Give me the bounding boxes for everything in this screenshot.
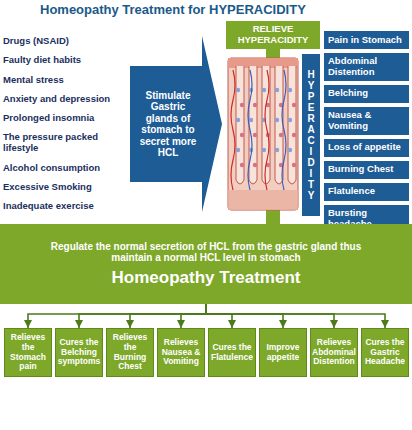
gland-cell xyxy=(275,88,279,92)
gland-cell xyxy=(279,133,283,137)
connector xyxy=(28,304,206,328)
gland-tube xyxy=(249,66,257,184)
node-text: Relieves the Burning Chest xyxy=(108,333,152,372)
symptom-box: Abdominal Distention xyxy=(323,52,410,82)
cause-label: Excessive Smoking xyxy=(3,182,127,193)
symptom-box: Flatulence xyxy=(323,182,410,202)
benefit-box: Improve appetite xyxy=(259,328,307,377)
symptom-box: Loss of appetite xyxy=(323,138,410,158)
stimulus-arrow: Stimulate Gastric glands of stomach to s… xyxy=(130,36,222,212)
gland-cell xyxy=(275,118,279,122)
node-text: Belching xyxy=(328,88,405,99)
node-text: Pain in Stomach xyxy=(328,35,405,46)
gland-cell xyxy=(249,118,253,122)
vertical-band: HYPER ACIDITY xyxy=(302,54,320,216)
node-text: HYPER ACIDITY xyxy=(307,69,315,201)
cause-label: Drugs (NSAID) xyxy=(3,36,127,47)
gland-cell xyxy=(288,88,292,92)
gland-cell xyxy=(253,163,257,167)
gland-cell xyxy=(292,103,296,107)
node-text: Relieves Abdominal Distention xyxy=(312,338,356,367)
blood-vessel xyxy=(248,70,252,190)
benefit-box: Relieves the Burning Chest xyxy=(106,328,154,377)
connector xyxy=(206,304,232,328)
symptom-box: Belching xyxy=(323,84,410,104)
benefit-box: Relieves Nausea & Vomiting xyxy=(157,328,205,377)
connector xyxy=(130,304,206,328)
gland-tissue xyxy=(228,58,298,210)
gland-cell xyxy=(240,163,244,167)
node-text: RELIEVE HYPERACIDITY xyxy=(229,24,317,46)
node-text: Abdominal Distention xyxy=(328,56,405,78)
node-text: Relieves Nausea & Vomiting xyxy=(159,338,203,367)
gland-cell xyxy=(288,118,292,122)
connector xyxy=(206,304,283,328)
gland-cell xyxy=(249,148,253,152)
cause-label: Alcohol consumption xyxy=(3,163,127,174)
gland-cell xyxy=(292,163,296,167)
symptom-box: Nausea & Vomiting xyxy=(323,106,410,136)
node-text: Improve appetite xyxy=(261,343,305,363)
node-text: Relieves the Stomach pain xyxy=(6,333,50,372)
cause-label: Mental stress xyxy=(3,75,127,86)
gland-cell xyxy=(262,88,266,92)
blood-vessel xyxy=(282,70,286,190)
gastric-glands xyxy=(231,66,296,190)
gland-tube xyxy=(236,66,244,184)
gland-tube xyxy=(288,66,296,184)
node-text: Burning Chest xyxy=(328,164,405,175)
node-text: Cures the Belching symptoms xyxy=(57,338,101,367)
blood-vessel xyxy=(231,70,235,190)
gland-cell xyxy=(288,148,292,152)
gland-cell xyxy=(236,118,240,122)
muscularis xyxy=(228,190,298,210)
gland-cell xyxy=(240,103,244,107)
diagram-title: Homeopathy Treatment for HYPERACIDITY xyxy=(40,2,306,17)
gland-cell xyxy=(262,148,266,152)
gland-cell xyxy=(236,148,240,152)
gland-cell xyxy=(253,103,257,107)
symptom-box: Burning Chest xyxy=(323,160,410,180)
treatment-heading: Homeopathy Treatment xyxy=(40,268,372,288)
cause-label: Anxiety and depression xyxy=(3,94,127,105)
cause-label: Prolonged insomnia xyxy=(3,113,127,124)
benefit-box: Cures the Flatulence xyxy=(208,328,256,377)
gland-cell xyxy=(240,133,244,137)
cause-label: Faulty diet habits xyxy=(3,55,127,66)
benefit-box: Relieves the Stomach pain xyxy=(4,328,52,377)
connector xyxy=(79,304,206,328)
node-text: Flatulence xyxy=(328,186,405,197)
connector xyxy=(181,304,206,328)
gland-cell xyxy=(236,88,240,92)
gland-cell xyxy=(292,133,296,137)
gland-tube xyxy=(275,66,283,184)
result-box: RELIEVE HYPERACIDITY xyxy=(226,21,320,49)
gland-cell xyxy=(275,148,279,152)
cause-label: The pressure packed lifestyle xyxy=(3,132,127,154)
cause-label: Inadequate exercise xyxy=(3,201,127,212)
node-text: Loss of appetite xyxy=(328,142,405,153)
symptom-box: Pain in Stomach xyxy=(323,30,410,50)
node-text: Regulate the normal secretion of HCL fro… xyxy=(40,241,372,264)
gland-cell xyxy=(253,133,257,137)
connector xyxy=(206,304,334,328)
node-text: Cures the Gastric Headache xyxy=(363,338,407,367)
gland-cell xyxy=(249,88,253,92)
node-text: Cures the Flatulence xyxy=(210,343,254,363)
benefit-box: Cures the Belching symptoms xyxy=(55,328,103,377)
node-text: Nausea & Vomiting xyxy=(328,110,405,132)
benefit-box: Cures the Gastric Headache xyxy=(361,328,409,377)
blood-vessel xyxy=(265,70,269,190)
node-text: Stimulate Gastric glands of stomach to s… xyxy=(136,90,200,159)
connector xyxy=(206,304,385,328)
benefit-box: Relieves Abdominal Distention xyxy=(310,328,358,377)
treatment-band: Regulate the normal secretion of HCL fro… xyxy=(0,224,412,304)
